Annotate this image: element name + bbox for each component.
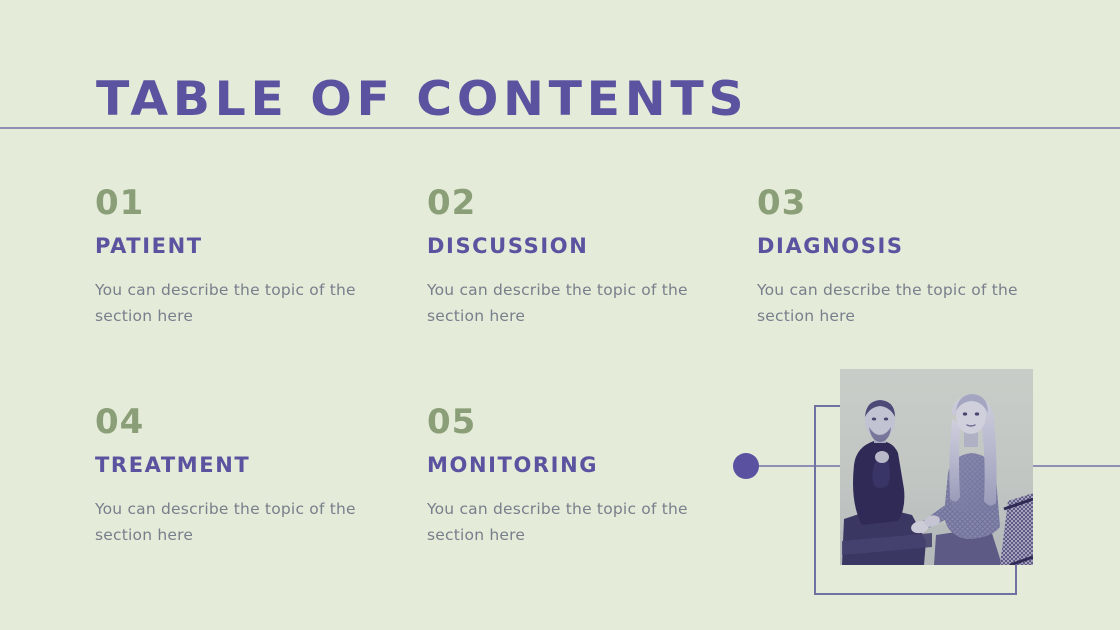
toc-item-04[interactable]: 04 TREATMENT You can describe the topic …	[95, 402, 385, 548]
toc-item-05[interactable]: 05 MONITORING You can describe the topic…	[427, 402, 717, 548]
toc-number: 02	[427, 183, 477, 223]
toc-description: You can describe the topic of the sectio…	[427, 500, 688, 544]
toc-description: You can describe the topic of the sectio…	[95, 500, 356, 544]
toc-description: You can describe the topic of the sectio…	[427, 281, 688, 325]
toc-item-03[interactable]: 03 DIAGNOSIS You can describe the topic …	[757, 183, 1047, 329]
toc-heading: TREATMENT	[95, 453, 251, 477]
page-title: TABLE OF CONTENTS	[96, 72, 749, 127]
toc-item-01[interactable]: 01 PATIENT You can describe the topic of…	[95, 183, 385, 329]
decorative-photo-block	[700, 355, 1120, 630]
toc-heading: PATIENT	[95, 234, 203, 258]
toc-number: 05	[427, 402, 477, 442]
photo-image	[840, 369, 1033, 565]
toc-heading: MONITORING	[427, 453, 599, 477]
toc-description: You can describe the topic of the sectio…	[757, 281, 1018, 325]
connector-dot-icon	[733, 453, 759, 479]
toc-heading: DISCUSSION	[427, 234, 589, 258]
title-divider	[0, 127, 1120, 129]
toc-item-02[interactable]: 02 DISCUSSION You can describe the topic…	[427, 183, 717, 329]
toc-number: 01	[95, 183, 145, 223]
toc-number: 04	[95, 402, 145, 442]
toc-description: You can describe the topic of the sectio…	[95, 281, 356, 325]
toc-number: 03	[757, 183, 807, 223]
toc-heading: DIAGNOSIS	[757, 234, 904, 258]
